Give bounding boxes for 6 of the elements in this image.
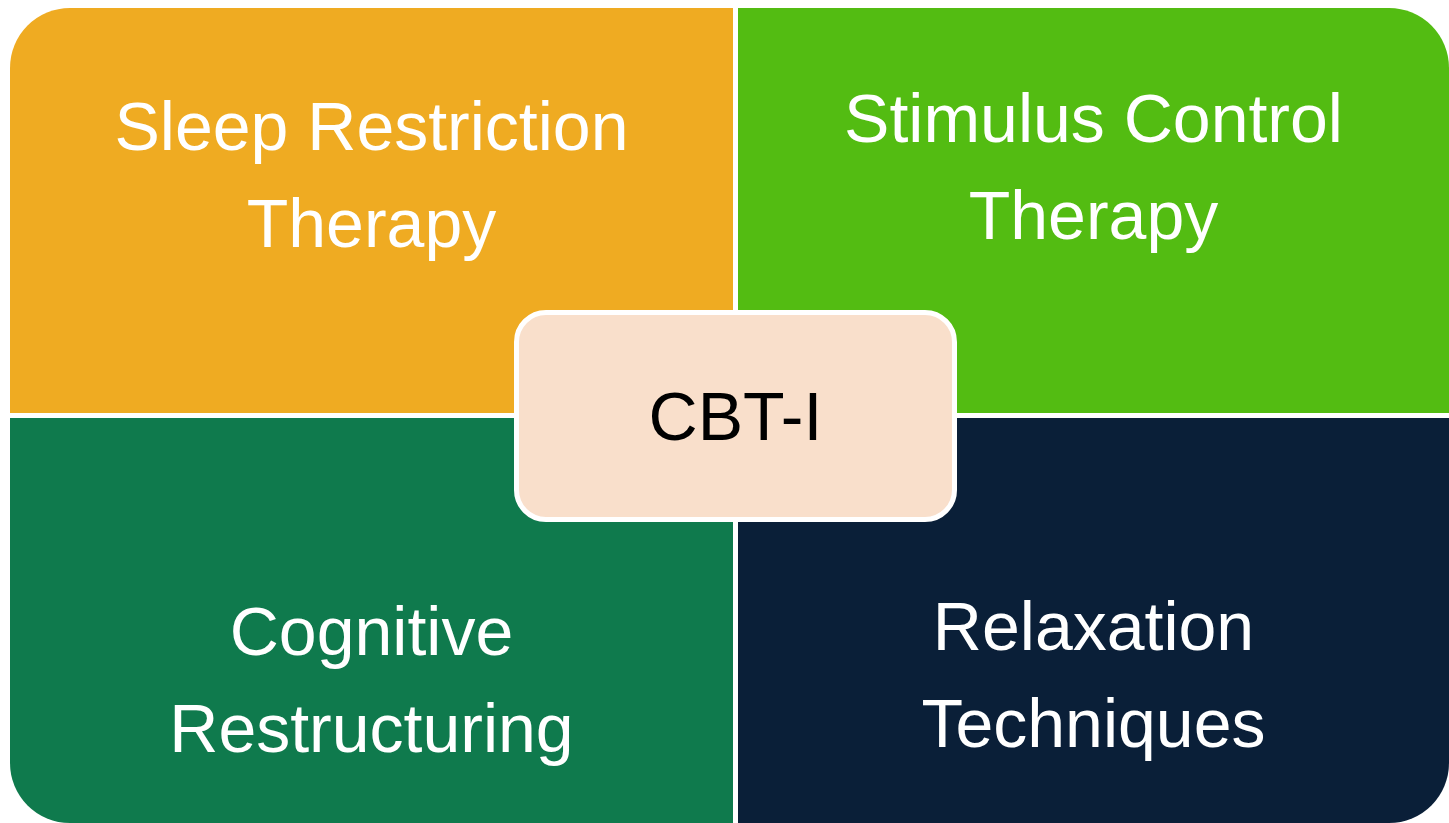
- node-label: CBT-I: [647, 378, 824, 454]
- node-label: Sleep Restriction Therapy: [113, 87, 630, 263]
- node-label: Relaxation Techniques: [920, 587, 1267, 763]
- node-label: Cognitive Restructuring: [168, 592, 575, 768]
- center-box: [514, 310, 957, 522]
- node-label: Stimulus Control Therapy: [843, 79, 1344, 255]
